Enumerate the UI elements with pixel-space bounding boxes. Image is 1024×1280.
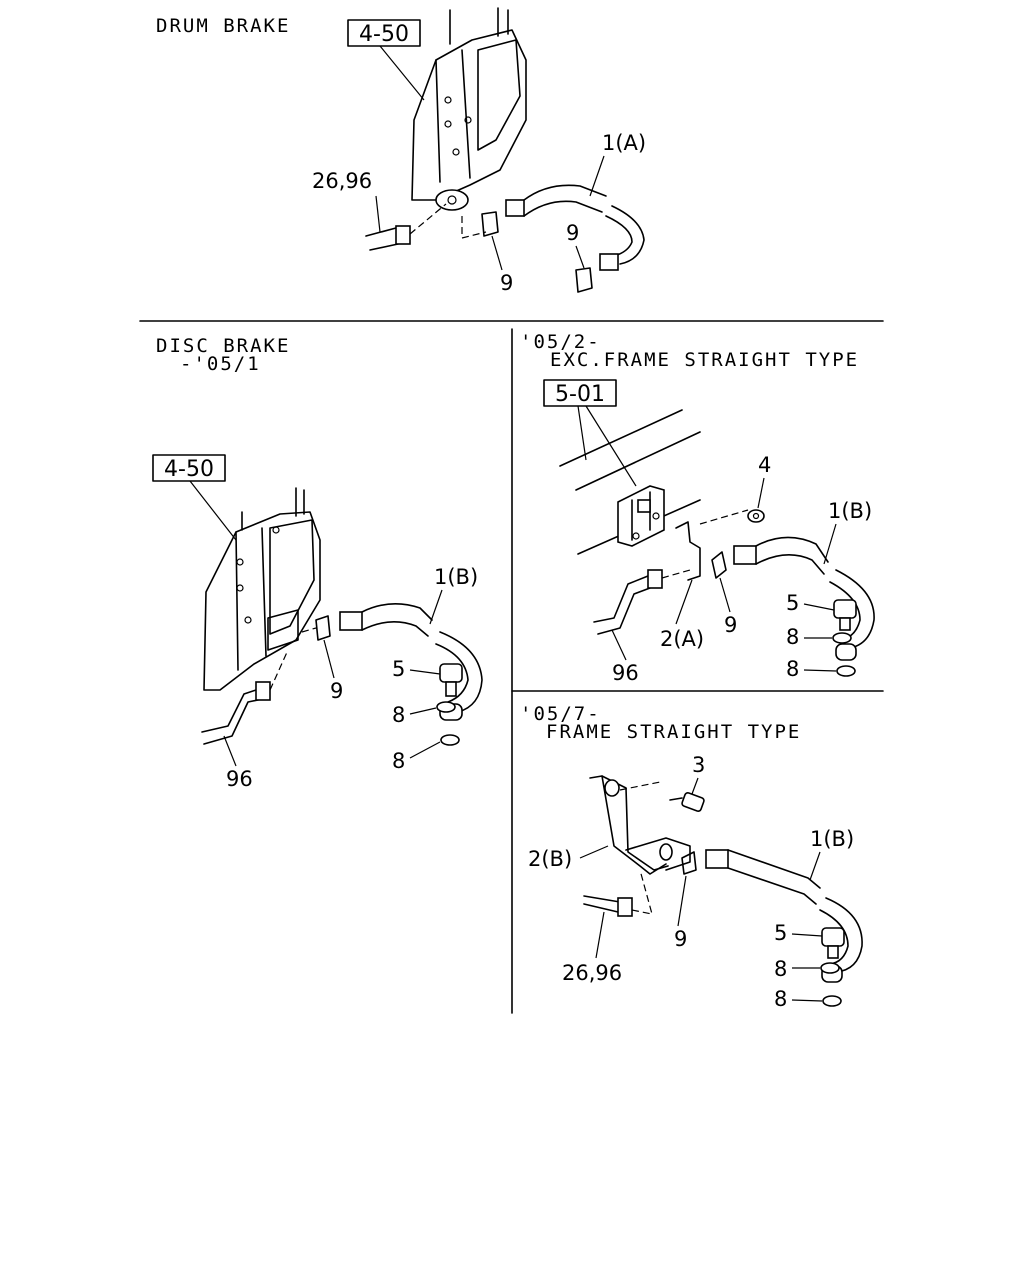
exc-nut [747, 509, 765, 523]
disc-ref-box[interactable]: 4-50 [152, 454, 226, 482]
callout-frame-bracket: 2(B) [528, 847, 572, 871]
exc-frame-section: '05/2- EXC.FRAME STRAIGHT TYPE 5-01 2(A) [520, 331, 875, 685]
disc-brake-section: DISC BRAKE -'05/1 4-50 96 9 [152, 335, 483, 791]
disc-washer-lower [440, 734, 460, 746]
callout-disc-clip: 9 [330, 679, 343, 703]
callout-frame-bolt: 5 [774, 921, 787, 945]
callout-frame-hose: 1(B) [810, 827, 854, 851]
disc-hose [339, 603, 483, 721]
frame-section: '05/7- FRAME STRAIGHT TYPE 2(B) 3 26,96 [520, 703, 863, 1011]
frame-bolt [821, 927, 845, 959]
exc-frame-bracket [675, 509, 749, 581]
exc-frame-ref-label: 5-01 [555, 382, 605, 407]
drum-ref-box[interactable]: 4-50 [347, 19, 421, 47]
section-dividers [139, 320, 884, 1014]
drum-ref-label: 4-50 [359, 22, 409, 47]
exc-frame-title: EXC.FRAME STRAIGHT TYPE [550, 349, 859, 371]
drum-frame-bracket [411, 7, 527, 211]
drum-brake-pipe [365, 203, 447, 251]
disc-clip [301, 615, 331, 641]
drum-brake-title: DRUM BRAKE [156, 15, 290, 37]
frame-title-date: '05/7- [520, 703, 601, 725]
callout-exc-clip: 9 [724, 613, 737, 637]
drum-brake-section: DRUM BRAKE 4-50 26,96 [156, 7, 646, 295]
exc-brake-pipe [593, 569, 691, 635]
frame-brake-pipe [583, 869, 653, 917]
exc-frame-ref-box[interactable]: 5-01 [543, 379, 617, 407]
callout-drum-pipe: 26,96 [312, 169, 372, 193]
callout-exc-washer-lower: 8 [786, 657, 799, 681]
exc-washer-lower [836, 665, 856, 677]
callout-frame-washer-lower: 8 [774, 987, 787, 1011]
callout-exc-washer-upper: 8 [786, 625, 799, 649]
callout-disc-washer-lower: 8 [392, 749, 405, 773]
callout-disc-pipe: 96 [226, 767, 253, 791]
frame-bolt-top [669, 792, 705, 812]
exc-frame-mount [617, 485, 665, 547]
disc-frame-bracket [203, 487, 321, 691]
callout-exc-pipe: 96 [612, 661, 639, 685]
exc-clip [711, 551, 727, 579]
frame-washer-lower [822, 995, 842, 1007]
frame-bracket [589, 775, 691, 875]
callout-disc-washer-upper: 8 [392, 703, 405, 727]
callout-drum-hose: 1(A) [602, 131, 646, 155]
callout-frame-washer-upper: 8 [774, 957, 787, 981]
exc-washer-upper [832, 632, 852, 644]
disc-washer-upper [436, 701, 456, 713]
drum-hose [505, 184, 645, 271]
callout-disc-bolt: 5 [392, 657, 405, 681]
disc-brake-pipe [201, 649, 289, 745]
drum-clip-upper [461, 211, 499, 239]
callout-exc-nut: 4 [758, 453, 771, 477]
callout-drum-clip-top: 9 [566, 221, 579, 245]
drum-clip-lower [575, 267, 593, 293]
callout-exc-hose: 1(B) [828, 499, 872, 523]
frame-hose [705, 849, 863, 983]
exc-hose [733, 536, 875, 661]
disc-bolt [439, 663, 463, 697]
callout-frame-bolt-top: 3 [692, 753, 705, 777]
callout-frame-clip: 9 [674, 927, 687, 951]
disc-brake-title: DISC BRAKE [156, 335, 290, 357]
frame-clip [681, 851, 697, 875]
exc-bolt [833, 599, 857, 631]
callout-exc-bracket: 2(A) [660, 627, 704, 651]
exc-frame-title-date: '05/2- [520, 331, 601, 353]
callout-exc-bolt: 5 [786, 591, 799, 615]
disc-ref-label: 4-50 [164, 457, 214, 482]
disc-brake-subtitle: -'05/1 [180, 353, 261, 375]
frame-washer-upper [820, 962, 840, 974]
callout-drum-clip-bottom: 9 [500, 271, 513, 295]
callout-disc-hose: 1(B) [434, 565, 478, 589]
frame-title: FRAME STRAIGHT TYPE [546, 721, 801, 743]
callout-frame-pipe: 26,96 [562, 961, 622, 985]
